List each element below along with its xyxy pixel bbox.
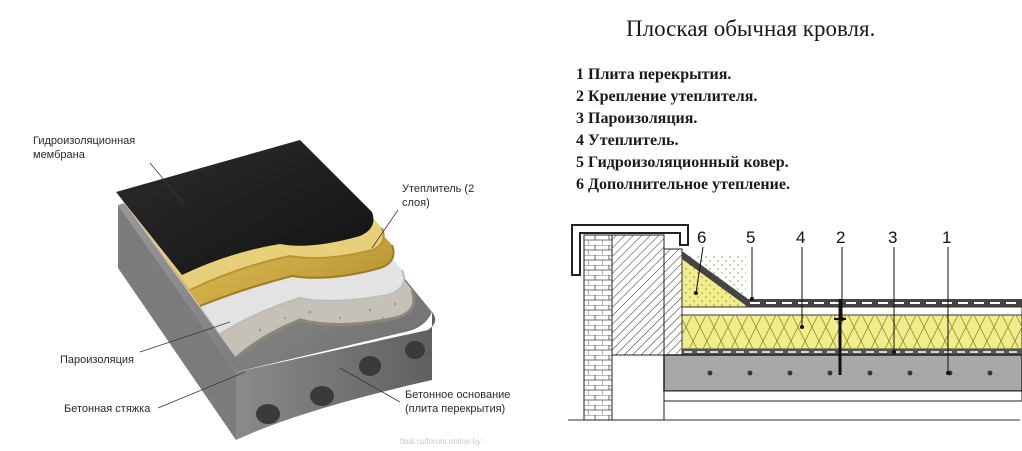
label-2: 2 — [836, 228, 845, 247]
legend-item: 4 Утеплитель. — [576, 132, 679, 149]
slab-hole — [359, 356, 381, 376]
insulation-callout: Утеплитель (2 слоя) — [402, 183, 475, 209]
layer-legend: 1 Плита перекрытия. 2 Крепление утеплите… — [576, 64, 790, 196]
concrete-slab-front-face — [118, 205, 236, 440]
legend-item: 5 Гидроизоляционный ковер. — [576, 154, 789, 171]
screed-callout: Бетонная стяжка — [64, 403, 151, 415]
diagram-title: Плоская обычная кровля. — [626, 16, 876, 41]
label-3: 3 — [888, 228, 897, 247]
membrane-leader — [149, 162, 186, 206]
waterproofing-carpet — [682, 251, 1022, 307]
screed-leader — [157, 371, 246, 409]
legend-item: 1 Плита перекрытия. — [576, 66, 732, 83]
slab-hole — [256, 404, 280, 424]
slab-hole — [405, 341, 425, 359]
base-callout: Бетонное основание (плита перекрытия) — [405, 389, 511, 415]
label-4: 4 — [796, 228, 805, 247]
wall-insulation — [611, 234, 665, 356]
brick-wall — [583, 234, 613, 421]
insulation-leader — [371, 209, 399, 249]
label-6: 6 — [697, 228, 706, 247]
membrane-callout: Гидроизоляционная мембрана — [33, 135, 136, 161]
vapor-barrier — [682, 349, 1022, 355]
legend-item: 3 Пароизоляция. — [576, 110, 698, 127]
legend-item: 6 Дополнительное утепление. — [576, 176, 790, 193]
label-5: 5 — [746, 228, 755, 247]
waterproofing-membrane-layer — [116, 140, 374, 275]
watermark: fibal.ru/forum.online.by — [400, 437, 481, 446]
label-1: 1 — [942, 228, 951, 247]
parapet-flashing — [571, 224, 689, 276]
floor-slab — [663, 354, 1022, 392]
vapor-barrier-callout: Пароизоляция — [60, 354, 134, 366]
slab-hole — [310, 386, 334, 406]
legend-item: 2 Крепление утеплителя. — [576, 88, 758, 105]
vapor-barrier-leader — [139, 321, 231, 353]
concrete-slab-side-face — [236, 312, 436, 440]
base-leader — [339, 367, 401, 403]
roof-cross-section: 6 5 4 2 3 1 — [568, 224, 1022, 421]
roof-layers-illustration — [116, 140, 436, 440]
